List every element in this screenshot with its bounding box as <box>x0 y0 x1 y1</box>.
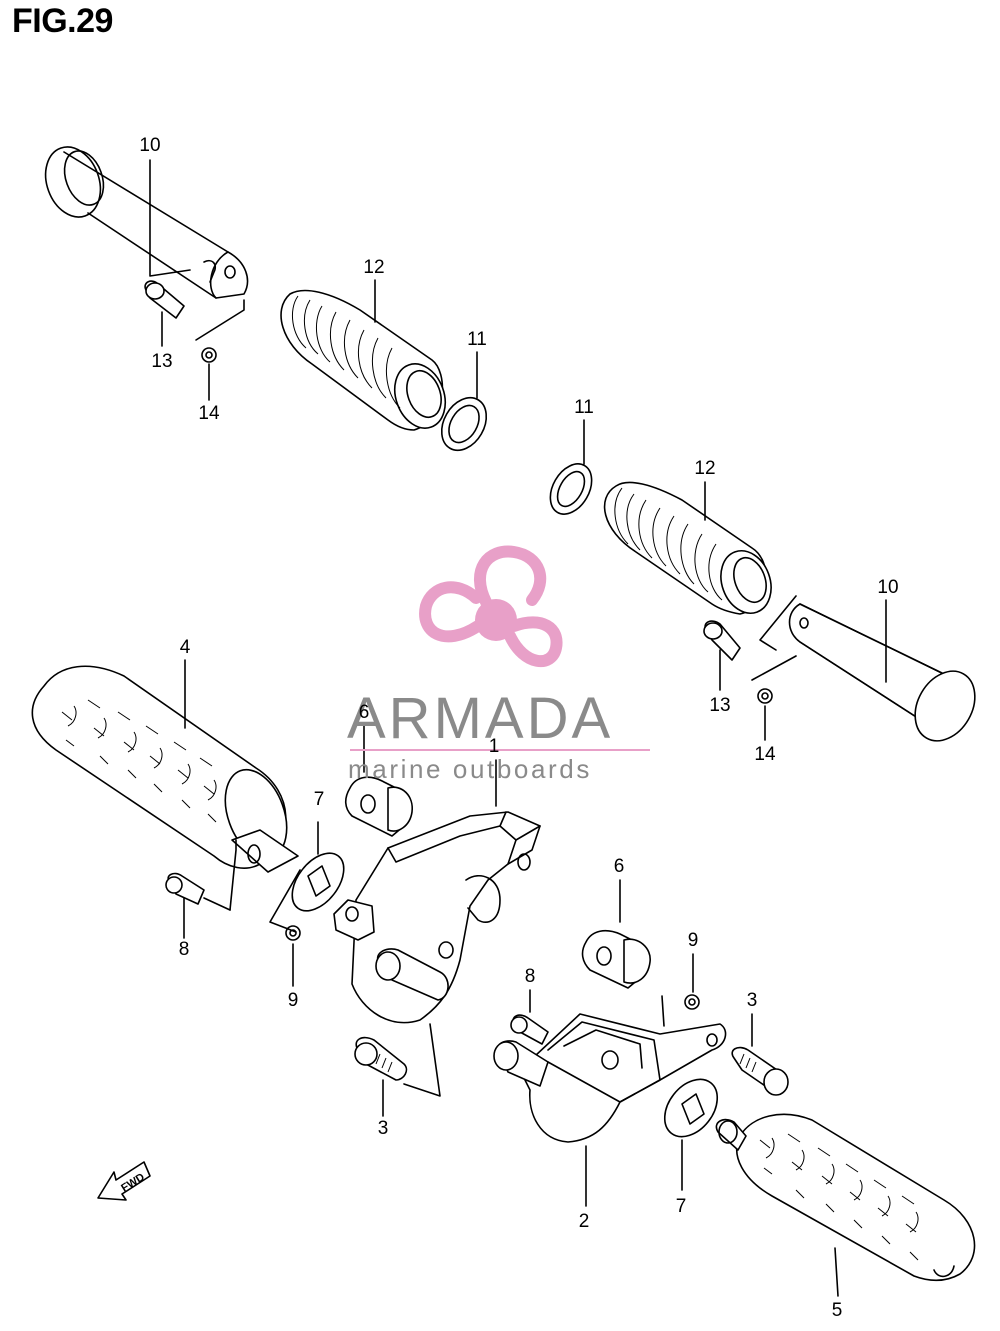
footrest-shaft-left <box>44 146 249 299</box>
callout-11-right[interactable]: 11 <box>574 397 594 418</box>
callout-12-right[interactable]: 12 <box>694 458 716 479</box>
pin-lower <box>510 989 549 1045</box>
watermark-tagline: marine outboards <box>348 754 592 784</box>
callout-1[interactable]: 1 <box>488 736 500 757</box>
propeller-icon <box>419 545 563 668</box>
watermark-brand: ARMADA <box>347 686 614 751</box>
callout-7-left[interactable]: 7 <box>313 789 325 810</box>
callout-8-left[interactable]: 8 <box>178 939 190 960</box>
callout-11-top[interactable]: 11 <box>467 329 487 350</box>
callout-7-lower[interactable]: 7 <box>675 1196 687 1217</box>
clip-right <box>751 655 797 741</box>
pin-top-left <box>144 280 185 347</box>
watermark-divider <box>350 749 650 751</box>
bolt-left <box>354 1023 441 1117</box>
footrest-bracket-right <box>493 1013 727 1207</box>
callout-9-lower[interactable]: 9 <box>687 930 699 951</box>
pin-right <box>703 620 741 691</box>
callout-2[interactable]: 2 <box>578 1211 590 1232</box>
pin-left <box>165 872 231 939</box>
callout-3-left[interactable]: 3 <box>377 1118 389 1139</box>
callout-10-right[interactable]: 10 <box>877 577 899 598</box>
callout-10-top[interactable]: 10 <box>139 135 161 156</box>
callout-5[interactable]: 5 <box>831 1300 843 1321</box>
callout-8-lower[interactable]: 8 <box>524 966 536 987</box>
callout-3-lower[interactable]: 3 <box>746 990 758 1011</box>
callout-13-top[interactable]: 13 <box>151 351 173 372</box>
clip-left <box>285 925 301 987</box>
washer-right <box>549 419 593 515</box>
clip-top-left <box>195 299 245 401</box>
footrest-rubber-top <box>280 279 447 431</box>
footrest-bracket-left <box>333 759 541 1024</box>
footrest-shaft-right <box>759 595 976 742</box>
washer-lower <box>663 1078 719 1191</box>
bracket-plate-lower <box>581 879 651 989</box>
washer-left <box>269 821 345 933</box>
footrest-right <box>715 1113 976 1297</box>
washer-top <box>440 351 488 452</box>
callout-6-lower[interactable]: 6 <box>613 856 625 877</box>
figure-title: FIG.29 <box>12 2 113 40</box>
callout-6-upper[interactable]: 6 <box>358 702 370 723</box>
clip-lower <box>661 953 700 1027</box>
callout-14-top[interactable]: 14 <box>198 403 220 424</box>
footrest-rubber-right <box>603 481 772 615</box>
fwd-arrow-icon: FWD <box>97 1161 151 1201</box>
footrest-left <box>31 659 299 911</box>
callout-14-right[interactable]: 14 <box>754 744 776 765</box>
bracket-plate-upper <box>344 723 413 837</box>
callout-4[interactable]: 4 <box>179 637 191 658</box>
callout-12-top[interactable]: 12 <box>363 257 385 278</box>
callout-13-right[interactable]: 13 <box>709 695 731 716</box>
callout-9-left[interactable]: 9 <box>287 990 299 1011</box>
bolt-lower <box>731 1013 789 1096</box>
